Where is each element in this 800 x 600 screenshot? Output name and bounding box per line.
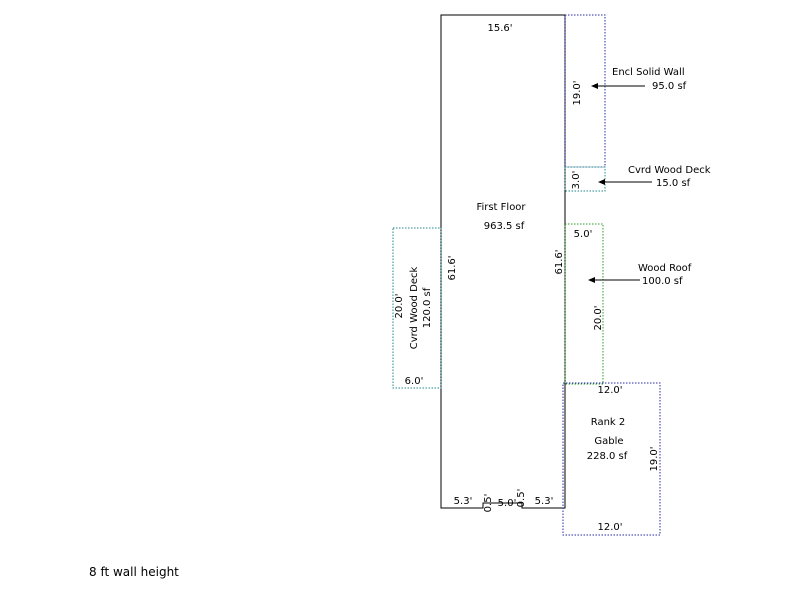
deck-right-label: Cvrd Wood Deck — [628, 165, 711, 176]
first-floor-label: First Floor — [476, 202, 526, 213]
gable-label: Gable — [594, 436, 623, 447]
encl-wall-label: Encl Solid Wall — [612, 67, 685, 78]
first-floor-outline — [440, 14, 566, 509]
deck-right-leader-arrow — [598, 179, 605, 185]
encl-wall-area: 95.0 sf — [652, 81, 687, 92]
deck-right-area: 15.0 sf — [656, 178, 691, 189]
first-floor-bottom-left-dim: 5.3' — [454, 496, 473, 507]
deck-left-height-dim: 20.0' — [394, 293, 405, 318]
gable-outline — [562, 382, 661, 536]
gable-area: 228.0 sf — [587, 451, 628, 462]
gable-top-dim: 12.0' — [597, 385, 622, 396]
deck-left-outline — [392, 227, 442, 389]
wall-height-note: 8 ft wall height — [89, 565, 179, 579]
deck-right-dim: 3.0' — [571, 171, 582, 190]
gable-rank: Rank 2 — [591, 417, 626, 428]
first-floor-notch-right-dim: 0.5' — [516, 489, 527, 508]
first-floor-notch-left-dim: 0.5' — [483, 494, 494, 513]
wood-roof-label: Wood Roof — [638, 263, 692, 274]
gable-side-dim: 19.0' — [649, 446, 660, 471]
deck-left-width-dim: 6.0' — [405, 376, 424, 387]
gable-bottom-dim: 12.0' — [597, 522, 622, 533]
wood-roof-area: 100.0 sf — [642, 276, 683, 287]
first-floor-area: 963.5 sf — [484, 221, 525, 232]
wood-roof-width-dim: 5.0' — [574, 229, 593, 240]
encl-wall-leader-arrow — [591, 83, 598, 89]
first-floor-notch-width-dim: 5.0' — [498, 498, 517, 509]
first-floor-right-dim: 61.6' — [554, 249, 565, 274]
encl-wall-dim: 19.0' — [572, 80, 583, 105]
deck-left-label: Cvrd Wood Deck — [409, 267, 420, 350]
wood-roof-leader-arrow — [588, 277, 595, 283]
deck-left-area: 120.0 sf — [422, 287, 433, 328]
first-floor-bottom-right-dim: 5.3' — [535, 496, 554, 507]
wood-roof-outline — [564, 223, 604, 385]
wood-roof-height-dim: 20.0' — [593, 305, 604, 330]
first-floor-left-dim: 61.6' — [447, 255, 458, 280]
encl-wall-outline — [564, 14, 606, 168]
first-floor-top-dim: 15.6' — [487, 23, 512, 34]
